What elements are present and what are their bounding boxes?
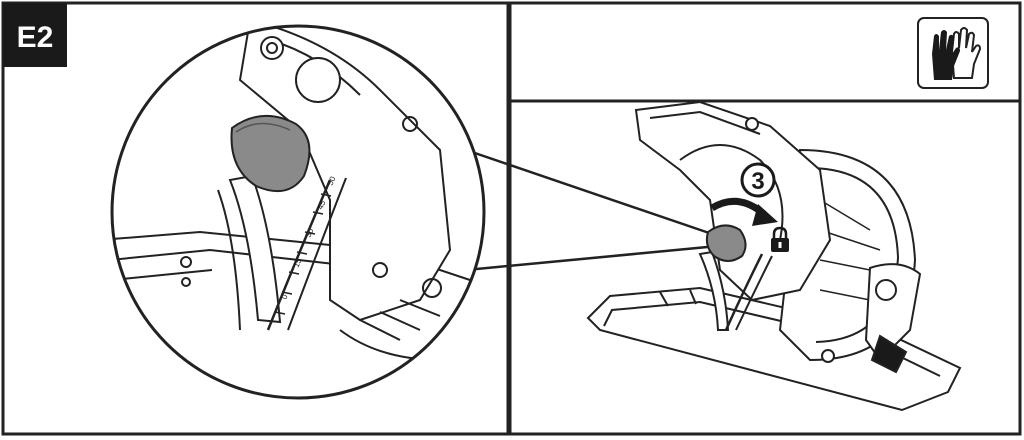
gloves-icon	[917, 17, 989, 89]
scale-label-0: 0	[280, 293, 290, 301]
callout-lines	[465, 148, 719, 272]
step-marker: 3	[740, 162, 776, 198]
figure-label: E2	[3, 3, 67, 67]
rotate-arrow-icon	[710, 197, 778, 226]
step-number: 3	[751, 168, 764, 195]
magnifier-circle	[110, 24, 486, 400]
left-panel-frame	[1, 1, 510, 436]
figure-label-text: E2	[17, 21, 54, 54]
bevel-lock-knob	[230, 114, 311, 193]
scale-label-15: 15	[292, 256, 304, 268]
saw-overview	[586, 100, 962, 412]
bottom-right-panel-frame	[508, 99, 1022, 436]
scale-label-50: 50	[326, 174, 338, 186]
scale-labels: 0 15 30 45 50	[280, 174, 338, 300]
saw-bevel-knob	[705, 224, 747, 262]
scale-label-30: 30	[304, 226, 316, 238]
scale-label-45: 45	[316, 198, 328, 210]
magnified-detail: 0 15 30 45 50	[110, 24, 486, 400]
lock-icon	[771, 226, 789, 252]
